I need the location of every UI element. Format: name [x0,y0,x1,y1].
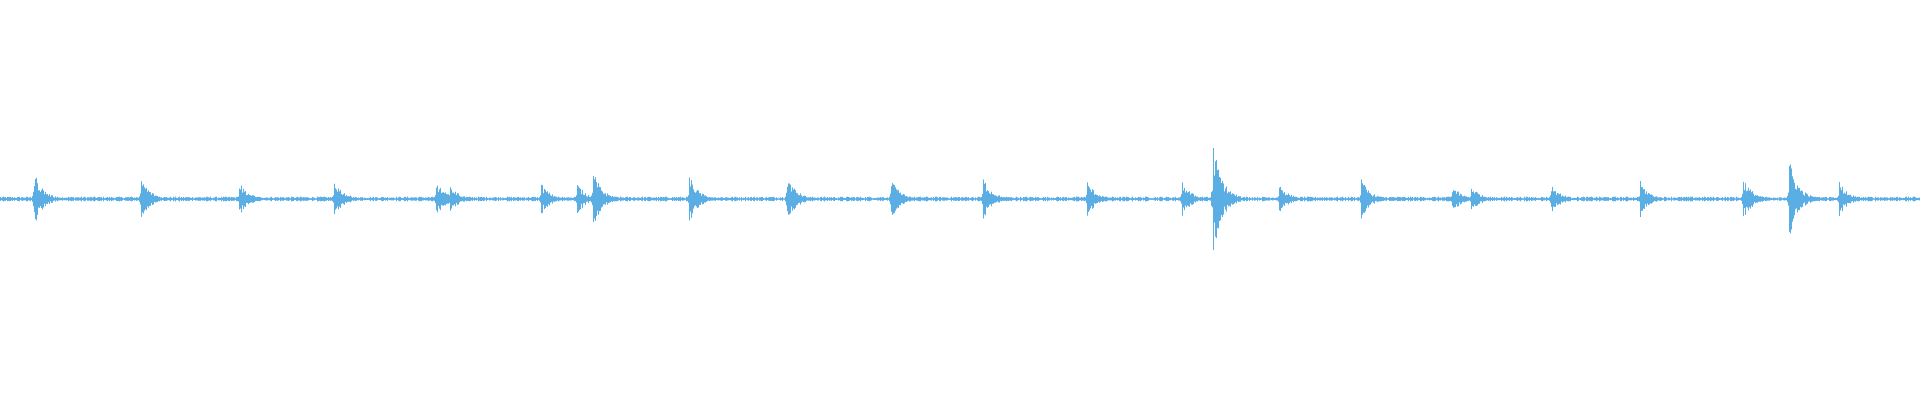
waveform-path [0,148,1920,250]
